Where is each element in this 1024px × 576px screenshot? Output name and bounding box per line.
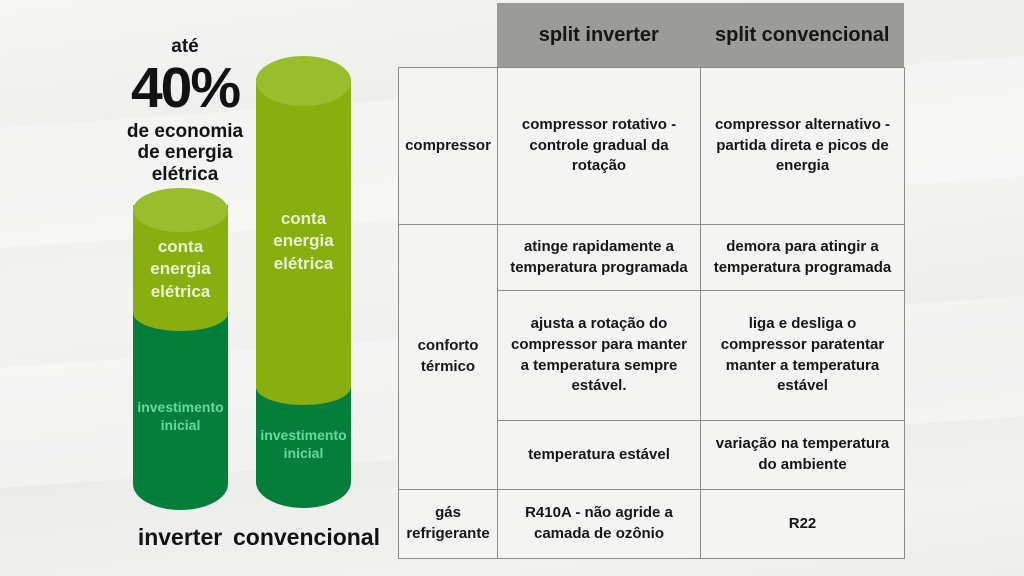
cell-conforto-1-convencional: demora para atingir a temperatura progra… xyxy=(701,225,904,290)
cell-compressor-convencional: compressor alternativo - partida direta … xyxy=(701,68,904,224)
table-header-row: split inverter split convencional xyxy=(497,3,904,67)
cell-compressor-inverter: compressor rotativo - controle gradual d… xyxy=(498,68,700,224)
cell-conforto-3-inverter: temperatura estável xyxy=(498,421,700,489)
table-header-split-inverter: split inverter xyxy=(538,23,659,46)
bar-convencional-investment-label: investimento inicial xyxy=(260,427,347,462)
bar-convencional-bill-label: conta energia elétrica xyxy=(273,209,334,273)
bar-convencional-bill-segment xyxy=(256,78,351,405)
bar-convencional-axis-label: convencional xyxy=(233,524,380,550)
table-body: compressor compressor rotativo - control… xyxy=(398,67,905,559)
row-label-conforto-termico: conforto térmico xyxy=(399,225,497,489)
bar-convencional-investment-segment xyxy=(256,388,351,508)
cell-gas-convencional: R22 xyxy=(701,490,904,558)
cell-conforto-2-convencional: liga e desliga o compressor paratentar m… xyxy=(701,291,904,420)
bar-convencional-top-face xyxy=(256,56,351,106)
row-label-compressor: compressor xyxy=(399,68,497,224)
bar-inverter-axis-label: inverter xyxy=(137,524,223,550)
cell-conforto-2-inverter: ajusta a rotação do compressor para mant… xyxy=(498,291,700,420)
bar-inverter-investment-segment xyxy=(133,313,228,510)
bar-inverter-top-face xyxy=(133,188,228,232)
bar-inverter-investment-label: investimento inicial xyxy=(137,399,224,434)
savings-headline: até 40% de economia de energia elétrica xyxy=(105,36,265,185)
table-header-split-convencional: split convencional xyxy=(715,23,890,46)
cell-conforto-3-convencional: variação na temperatura do ambiente xyxy=(701,421,904,489)
bar-inverter-bill-label: conta energia elétrica xyxy=(150,237,211,301)
headline-value: 40% xyxy=(130,56,241,120)
headline-caption: de economia de energia elétrica xyxy=(126,121,244,185)
cell-conforto-1-inverter: atinge rapidamente a temperatura program… xyxy=(498,225,700,290)
row-label-gas-refrigerante: gás refrigerante xyxy=(399,490,497,558)
cell-gas-inverter: R410A - não agride a camada de ozônio xyxy=(498,490,700,558)
headline-prefix: até xyxy=(171,36,199,57)
